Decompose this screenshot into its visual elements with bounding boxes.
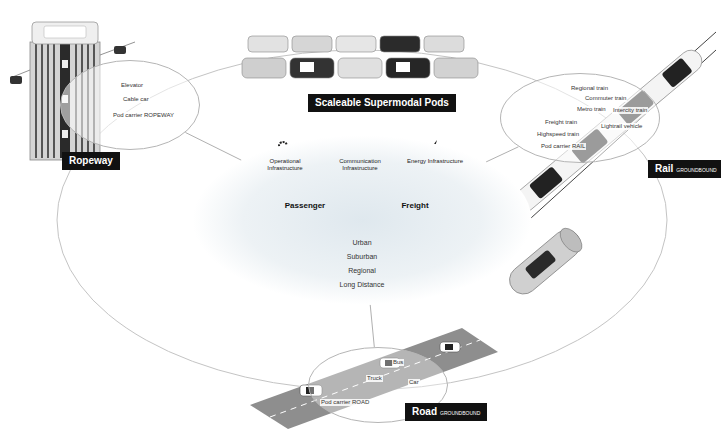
tag-title: Road [412,406,437,418]
distance-label: Suburban [347,252,377,261]
mode-label: Metro train [576,106,607,113]
mode-circle: ElevatorCable carPod carrier ROPEWAY [60,60,200,150]
outer-ring [57,50,667,390]
mode-label: Cable car [122,96,150,103]
mode-label: Commuter train [584,95,627,102]
mode-label: Highspeed train [536,131,580,138]
ellipse-shape [309,348,448,423]
label-tag: RailGROUNDBOUND [648,160,721,178]
mode-label: Pod carrier ROPEWAY [112,112,175,119]
distance-label: Urban [352,238,371,247]
spoke-line [370,305,374,347]
ellipse-shape [501,74,660,163]
tag-title: Scaleable Supermodal Pods [315,97,449,109]
mode-label: Bus [392,359,404,366]
mode-label: Lightrail vehicle [600,123,643,130]
category-label: Passenger [275,201,335,211]
tag-subtitle: GROUNDBOUND [676,167,716,173]
infrastructure-label: Communication Infrastructure [328,158,392,172]
distance-label: Regional [348,266,376,275]
ellipse-shape [193,136,532,305]
tag-title: Ropeway [69,155,113,167]
spoke-line [185,132,241,160]
mode-label: Pod carrier ROAD [320,399,370,406]
circle-outline [60,60,200,150]
mode-label: Freight train [544,119,578,126]
mode-label: Elevator [120,82,144,89]
distance-label: Long Distance [340,280,385,289]
label-tag: Ropeway [62,152,120,170]
label-tag: Scaleable Supermodal Pods [308,94,456,112]
mode-label: Regional train [570,85,609,92]
tag-title: Rail [655,163,673,175]
mode-label: Truck [366,375,383,382]
category-label: Freight [385,201,445,211]
mode-circle: Regional trainCommuter trainMetro train I… [500,73,660,163]
mode-label: Pod carrier RAIL [540,143,586,150]
spoke-line [486,147,518,162]
tag-subtitle: GROUNDBOUND [440,410,480,416]
ellipse-shape [61,61,200,150]
mode-label: Car [408,379,420,386]
infrastructure-label: Operational Infrastructure [253,158,317,172]
mode-label: Intercity train [612,107,648,114]
pods-illustration [242,36,478,78]
label-tag: RoadGROUNDBOUND [405,403,487,421]
infrastructure-label: Energy Infrastructure [403,158,467,165]
